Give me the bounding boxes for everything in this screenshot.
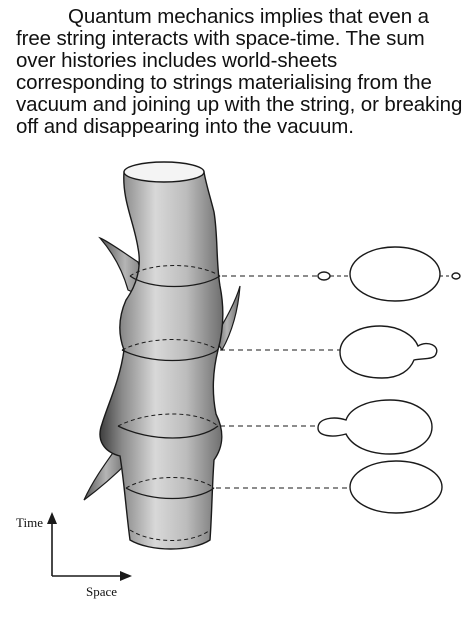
- caption-text: Quantum mechanics implies that even a fr…: [16, 5, 463, 138]
- world-sheet-tube: [83, 161, 241, 550]
- cross-section-4: [125, 487, 215, 500]
- space-axis-label: Space: [86, 584, 117, 599]
- cross-section-1: [129, 275, 221, 288]
- slice-1-separate-loops: [317, 246, 461, 302]
- space-axis-arrow: [120, 571, 132, 581]
- slice-1-small-right-loop: [451, 272, 461, 280]
- slice-4-single-loop: [349, 460, 443, 514]
- cross-section-2: [121, 349, 219, 362]
- slice-3-breaking-loop: [317, 399, 433, 455]
- top-opening: [123, 161, 205, 183]
- slice-connectors: [216, 275, 348, 489]
- time-axis-arrow: [47, 512, 57, 524]
- slice-2-joining-loop: [339, 325, 438, 379]
- string-slices: [317, 246, 461, 514]
- cross-section-3: [117, 425, 219, 439]
- time-space-axes: Time Space: [16, 512, 132, 599]
- cross-section-5: [129, 529, 211, 541]
- slice-1-main-loop: [349, 246, 441, 302]
- slice-1-small-left-loop: [317, 271, 331, 281]
- time-axis-label: Time: [16, 515, 43, 530]
